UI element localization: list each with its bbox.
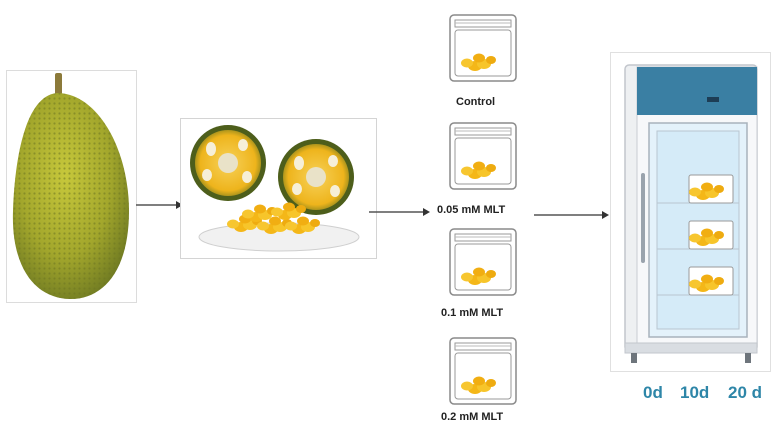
treatment-label: 0.05 mM MLT <box>437 204 506 216</box>
treatment-container <box>447 120 519 192</box>
storage-day-label: 20 d <box>728 383 763 402</box>
cut-jackfruit-icon <box>190 125 360 252</box>
arrow-icon <box>136 201 183 209</box>
container-icon <box>449 122 517 190</box>
treatment-label: Control <box>456 96 496 108</box>
treatment-container <box>447 226 519 298</box>
arrow-icon <box>369 208 430 216</box>
whole-jackfruit-panel <box>6 70 137 303</box>
storage-day-label: 0d <box>643 383 663 402</box>
arrow-icon <box>534 211 609 219</box>
container-icon <box>449 14 517 82</box>
container-icon <box>449 337 517 405</box>
container-icon <box>449 228 517 296</box>
whole-jackfruit-icon <box>12 73 130 299</box>
refrigerator-icon <box>624 64 758 363</box>
treatment-label: 0.2 mM MLT <box>441 411 504 423</box>
cut-jackfruit-panel <box>180 118 377 259</box>
treatment-container <box>447 12 519 84</box>
storage-day-label: 10d <box>680 383 710 402</box>
treatment-label: 0.1 mM MLT <box>441 307 504 319</box>
treatment-container <box>447 335 519 407</box>
refrigerator-panel <box>610 52 771 372</box>
